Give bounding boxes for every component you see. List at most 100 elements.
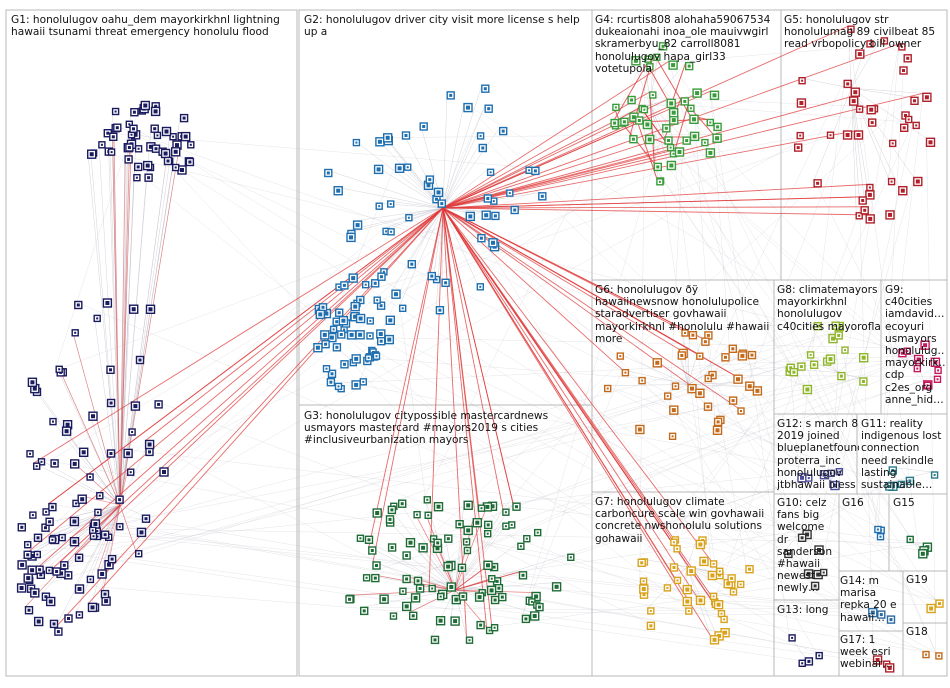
node-fill-g5 <box>892 142 894 144</box>
node-fill-g3 <box>487 523 490 526</box>
node-fill-g1 <box>36 554 38 556</box>
node-fill-g15 <box>921 552 925 556</box>
node-fill-g1 <box>44 526 47 529</box>
node-fill-g4 <box>673 153 675 155</box>
node-fill-g2 <box>376 355 378 357</box>
node-fill-g1 <box>55 570 58 573</box>
node-fill-g2 <box>333 328 335 330</box>
group-label-g16: G16 <box>842 497 888 509</box>
node-fill-g2 <box>398 166 402 170</box>
node-fill-g4 <box>678 150 682 154</box>
node-fill-g1 <box>106 132 109 135</box>
node-fill-g1 <box>132 307 136 311</box>
node-fill-g6 <box>707 378 709 380</box>
node-fill-g4 <box>659 181 661 183</box>
node-fill-g3 <box>520 545 522 547</box>
node-fill-g7 <box>717 603 721 607</box>
node-fill-g1 <box>109 368 112 371</box>
node-fill-g5 <box>799 135 801 137</box>
node-fill-g3 <box>426 499 428 501</box>
node-fill-g1 <box>133 404 137 408</box>
node-fill-g6 <box>736 377 740 381</box>
node-fill-g2 <box>343 329 345 331</box>
node-fill-g1 <box>104 533 107 536</box>
node-fill-g3 <box>490 588 494 592</box>
node-fill-g1 <box>175 143 179 147</box>
node-fill-g1 <box>91 414 95 418</box>
node-fill-g1 <box>96 530 98 532</box>
node-fill-g1 <box>89 476 91 478</box>
node-fill-g3 <box>363 609 366 612</box>
node-fill-g7 <box>640 561 643 564</box>
node-fill-g2 <box>365 284 367 286</box>
node-fill-g3 <box>515 505 518 508</box>
node-fill-g5 <box>925 95 929 99</box>
node-fill-g5 <box>799 101 803 105</box>
node-fill-g6 <box>607 388 609 390</box>
node-fill-g2 <box>513 209 516 212</box>
node-fill-g5 <box>859 108 861 110</box>
node-fill-g7 <box>677 579 679 581</box>
node-fill-g8 <box>810 354 812 356</box>
node-fill-g2 <box>323 333 327 337</box>
node-fill-g1 <box>174 150 178 154</box>
node-fill-g3 <box>390 508 393 511</box>
node-fill-g4 <box>672 111 676 115</box>
node-fill-g1 <box>73 540 77 544</box>
node-fill-g2 <box>534 169 537 172</box>
node-fill-g2 <box>487 107 490 110</box>
node-fill-g3 <box>458 523 461 526</box>
node-fill-g2 <box>509 192 511 194</box>
node-fill-g4 <box>670 147 672 149</box>
node-fill-g1 <box>149 307 153 311</box>
node-fill-g7 <box>642 587 646 591</box>
node-fill-g3 <box>419 587 422 590</box>
node-fill-g3 <box>439 619 443 623</box>
node-fill-g5 <box>801 80 803 82</box>
node-fill-g2 <box>468 214 472 218</box>
node-fill-g6 <box>619 355 621 357</box>
node-fill-g3 <box>526 538 528 540</box>
node-fill-g2 <box>479 286 481 288</box>
node-fill-g2 <box>341 319 345 323</box>
node-fill-g8 <box>840 375 843 378</box>
node-fill-g1 <box>188 161 191 164</box>
node-fill-g2 <box>380 304 383 307</box>
node-fill-g4 <box>683 100 686 103</box>
node-fill-g1 <box>136 177 138 179</box>
node-fill-g1 <box>20 563 24 567</box>
node-fill-g7 <box>666 587 668 589</box>
node-fill-g1 <box>130 471 132 473</box>
node-fill-g1 <box>20 526 23 529</box>
node-fill-g2 <box>437 190 441 194</box>
edge-strong <box>443 97 850 208</box>
node-fill-g1 <box>30 380 34 384</box>
node-fill-g6 <box>748 384 752 388</box>
node-fill-g1 <box>51 539 53 541</box>
edge-weak <box>315 273 428 306</box>
edge-strong <box>146 208 443 441</box>
node-fill-g2 <box>349 235 353 239</box>
node-fill-g5 <box>888 213 892 217</box>
node-fill-g1 <box>57 630 60 633</box>
node-fill-g6 <box>641 380 643 382</box>
node-fill-g3 <box>505 525 507 527</box>
node-fill-g2 <box>387 338 391 342</box>
node-fill-g7 <box>719 570 721 572</box>
node-fill-g1 <box>153 127 156 130</box>
node-fill-g4 <box>665 127 668 130</box>
node-fill-g2 <box>343 284 346 287</box>
node-fill-g2 <box>541 195 544 198</box>
node-fill-g2 <box>369 335 371 337</box>
node-fill-g1 <box>53 622 56 625</box>
node-fill-g1 <box>180 168 184 172</box>
node-fill-g2 <box>410 263 413 266</box>
group-label-g15: G15 <box>893 497 943 509</box>
node-fill-g2 <box>388 318 392 322</box>
node-fill-g8 <box>805 388 809 392</box>
node-fill-g1 <box>89 578 91 580</box>
node-fill-g5 <box>869 187 871 189</box>
node-fill-g1 <box>105 301 109 305</box>
node-fill-g2 <box>486 197 489 200</box>
node-fill-g1 <box>148 450 151 453</box>
